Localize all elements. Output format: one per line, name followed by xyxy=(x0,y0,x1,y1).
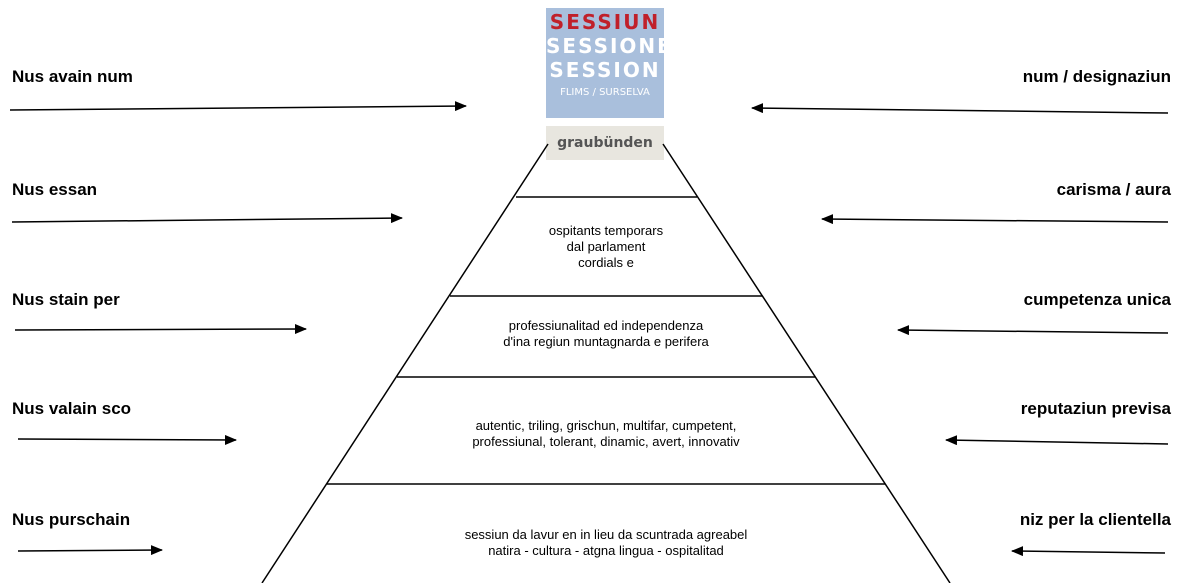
right-label-5: niz per la clientella xyxy=(1019,510,1171,529)
right-label-1: num / designaziun xyxy=(1022,67,1171,86)
right-arrow-4 xyxy=(945,435,1169,446)
left-arrow-5 xyxy=(17,545,163,556)
tier-3-line-2: professiunal, tolerant, dinamic, avert, … xyxy=(472,434,740,449)
left-arrow-1 xyxy=(9,101,467,112)
left-label-1: Nus avain num xyxy=(12,67,133,86)
left-arrow-4 xyxy=(17,434,237,445)
left-label-2: Nus essan xyxy=(12,180,98,199)
logo-line-2: SESSIONE xyxy=(546,34,673,58)
tier-4-line-1: sessiun da lavur en in lieu da scuntrada… xyxy=(464,527,748,542)
tier-3-line-1: autentic, triling, grischun, multifar, c… xyxy=(475,418,737,433)
right-label-2: carisma / aura xyxy=(1056,180,1171,199)
tier-1-line-3: cordials e xyxy=(578,255,634,270)
logo-line-3: SESSION xyxy=(549,58,661,82)
left-label-4: Nus valain sco xyxy=(12,399,132,418)
left-arrow-3 xyxy=(14,324,307,335)
right-arrow-3 xyxy=(897,325,1169,336)
left-arrow-2 xyxy=(11,213,403,224)
right-arrow-2 xyxy=(821,214,1169,225)
tier-2-line-2: d'ina regiun muntagnarda e perifera xyxy=(503,334,709,349)
right-label-4: reputaziun previsa xyxy=(1020,399,1171,418)
tier-2-text: professiunalitad ed independenza d'ina r… xyxy=(406,318,806,350)
left-label-3: Nus stain per xyxy=(12,290,120,309)
tier-1-line-2: dal parlament xyxy=(566,239,646,254)
left-label-5: Nus purschain xyxy=(12,510,131,529)
right-arrow-1 xyxy=(751,103,1169,114)
tier-1-line-1: ospitants temporars xyxy=(548,223,664,238)
sessiun-logo: SESSIUN SESSIONE SESSION FLIMS / SURSELV… xyxy=(546,8,673,118)
logo-line-1: SESSIUN xyxy=(549,10,661,34)
right-label-3: cumpetenza unica xyxy=(1023,290,1171,309)
pyramid-left-edge xyxy=(261,143,549,583)
tier-1-text: ospitants temporars dal parlament cordia… xyxy=(456,223,756,271)
logo-line-4: FLIMS / SURSELVA xyxy=(560,87,650,98)
tier-2-line-1: professiunalitad ed independenza xyxy=(508,318,704,333)
graubuenden-logo: graubünden xyxy=(546,126,664,160)
right-arrow-5 xyxy=(1011,546,1166,557)
pyramid-right-edge xyxy=(662,143,951,583)
tier-4-line-2: natira - cultura - atgna lingua - ospita… xyxy=(488,543,724,558)
tier-4-text: sessiun da lavur en in lieu da scuntrada… xyxy=(336,527,876,559)
tier-3-text: autentic, triling, grischun, multifar, c… xyxy=(356,418,856,450)
